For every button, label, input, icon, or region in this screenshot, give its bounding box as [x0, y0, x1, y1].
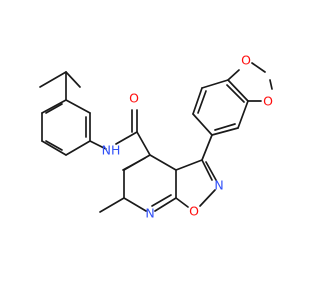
bond — [237, 100, 249, 129]
bond — [151, 194, 172, 207]
oxygen-atom-label: O — [129, 91, 139, 106]
bond — [211, 127, 239, 136]
bond — [122, 157, 146, 171]
bond — [175, 197, 189, 208]
bond — [227, 69, 240, 81]
bond — [251, 62, 266, 73]
bond — [205, 161, 217, 181]
bond — [197, 90, 207, 114]
bond — [65, 99, 91, 114]
bond — [201, 134, 213, 161]
bond — [99, 197, 125, 213]
bond — [45, 103, 63, 114]
bond — [89, 140, 107, 150]
nitrogen-atom-label: NH — [102, 143, 121, 158]
nitrogen-atom-label: N — [214, 178, 223, 193]
bond — [65, 71, 81, 88]
molecule-structure: O NH N N O O O — [39, 53, 273, 221]
bond — [214, 123, 236, 131]
bond — [115, 131, 138, 145]
oxygen-atom-label: O — [189, 204, 199, 219]
bond — [269, 79, 273, 90]
bonds — [39, 62, 273, 213]
bond — [41, 99, 67, 114]
oxygen-atom-label: O — [263, 94, 273, 109]
bond — [154, 197, 177, 212]
nitrogen-atom-label: N — [145, 206, 154, 221]
bond — [175, 159, 203, 171]
bond — [192, 87, 203, 115]
bond — [226, 84, 245, 103]
bond — [123, 197, 147, 212]
bond — [39, 71, 67, 88]
bond — [41, 140, 67, 156]
bond — [201, 79, 229, 89]
oxygen-atom-label: O — [241, 53, 251, 68]
bond — [65, 140, 91, 156]
bond — [192, 113, 213, 136]
bond — [201, 159, 213, 181]
bond — [199, 189, 216, 207]
bond — [149, 154, 177, 171]
atom-labels: O NH N N O O O — [102, 53, 273, 221]
bond — [227, 79, 249, 102]
bond — [45, 140, 63, 151]
bond — [136, 131, 151, 156]
